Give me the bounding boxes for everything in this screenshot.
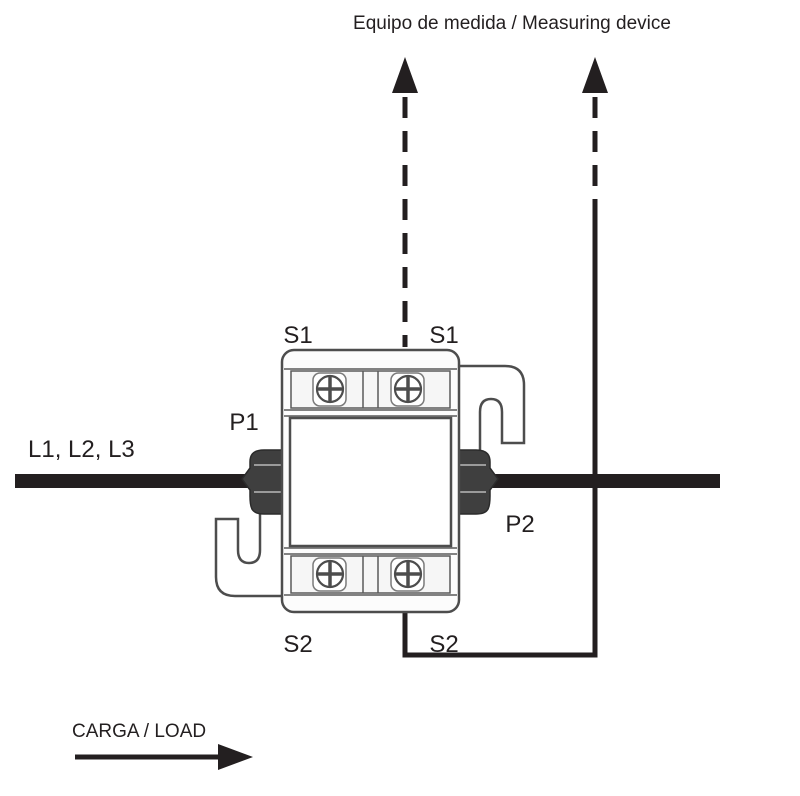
label-s2-left: S2 bbox=[283, 631, 312, 658]
label-s1-left: S1 bbox=[283, 322, 312, 349]
terminal-screw-s2-right bbox=[393, 559, 423, 589]
label-phase-lines: L1, L2, L3 bbox=[28, 436, 135, 463]
label-load: CARGA / LOAD bbox=[72, 721, 206, 742]
s2-return-wire bbox=[402, 204, 598, 658]
arrow-up-icon bbox=[582, 57, 608, 93]
conductor-clamp-left bbox=[241, 449, 285, 515]
label-s1-right: S1 bbox=[429, 322, 458, 349]
measuring-device-arrows bbox=[392, 57, 608, 93]
terminal-screw-s1-right bbox=[393, 374, 423, 404]
arrow-right-icon bbox=[218, 744, 253, 770]
mounting-bracket-left bbox=[214, 508, 286, 598]
load-direction-arrow bbox=[75, 744, 253, 770]
diagram-title: Equipo de medida / Measuring device bbox=[353, 13, 671, 34]
current-transformer bbox=[214, 348, 526, 614]
terminal-screw-s1-left bbox=[315, 374, 345, 404]
ct-window bbox=[288, 416, 453, 548]
conductor-clamp-right bbox=[455, 449, 499, 515]
arrow-up-icon bbox=[392, 57, 418, 93]
label-s2-right: S2 bbox=[429, 631, 458, 658]
mounting-bracket-right bbox=[454, 364, 526, 454]
label-p1: P1 bbox=[229, 409, 258, 436]
terminal-screw-s2-left bbox=[315, 559, 345, 589]
label-p2: P2 bbox=[505, 511, 534, 538]
